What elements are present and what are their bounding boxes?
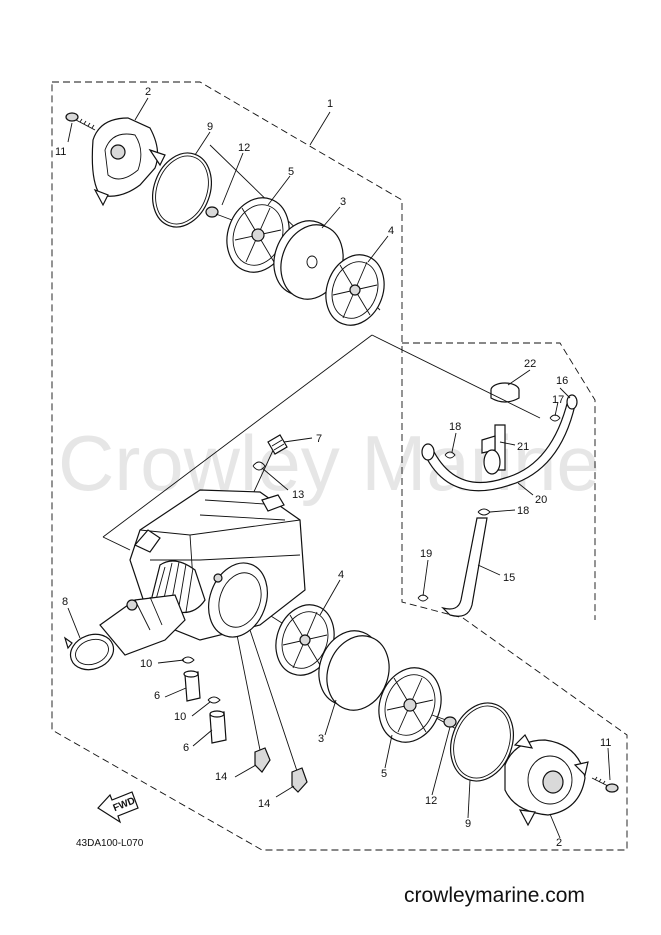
watermark-text: Crowley Marine bbox=[58, 419, 600, 507]
clamp-22 bbox=[490, 382, 520, 403]
element-holder-4-lower bbox=[275, 604, 335, 676]
callout-9-top: 9 bbox=[207, 121, 213, 133]
clip-17 bbox=[549, 414, 561, 422]
fwd-arrow-icon: FWD bbox=[97, 791, 139, 824]
callout-14-left: 14 bbox=[215, 771, 227, 783]
callout-5-lower: 5 bbox=[381, 768, 387, 780]
drain-hose-15 bbox=[440, 517, 488, 617]
hose-joint-21 bbox=[481, 424, 506, 475]
callout-14-right: 14 bbox=[258, 798, 270, 810]
callout-10-upper: 10 bbox=[140, 658, 152, 670]
drain-pipe-6-upper bbox=[183, 670, 201, 702]
cap-14-left bbox=[254, 747, 271, 773]
callout-11-top: 11 bbox=[55, 146, 66, 158]
clip-18-upper bbox=[444, 451, 456, 459]
callout-3-top: 3 bbox=[340, 196, 346, 208]
callout-12-top: 12 bbox=[238, 142, 250, 154]
callout-12-lower: 12 bbox=[425, 795, 437, 807]
case-cover-lower bbox=[504, 734, 589, 827]
callout-18-lower: 18 bbox=[517, 505, 529, 517]
callout-19: 19 bbox=[420, 548, 432, 560]
callout-6-lower: 6 bbox=[183, 742, 189, 754]
drain-pipe-6-lower bbox=[209, 710, 227, 744]
explosion-axis-right bbox=[371, 334, 541, 419]
drawing-code: 43DA100-L070 bbox=[76, 838, 144, 849]
hose-group-outline bbox=[402, 342, 596, 620]
clip-13 bbox=[252, 461, 266, 471]
callout-7: 7 bbox=[316, 433, 322, 445]
callout-9-lower: 9 bbox=[465, 818, 471, 830]
cap-14-right bbox=[291, 767, 308, 793]
clip-10-upper bbox=[181, 656, 195, 664]
callout-4-lower: 4 bbox=[338, 569, 344, 581]
element-holder-lower bbox=[378, 667, 442, 743]
callout-2-top: 2 bbox=[145, 86, 151, 98]
element-lower bbox=[318, 630, 390, 711]
element-holder-4-top bbox=[325, 254, 385, 326]
site-url: crowleymarine.com bbox=[404, 884, 585, 907]
callout-13: 13 bbox=[292, 489, 304, 501]
callout-16: 16 bbox=[556, 375, 568, 387]
screw-11-top bbox=[65, 112, 96, 131]
callout-3-lower: 3 bbox=[318, 733, 324, 745]
callout-labels: 1 2 9 12 11 5 3 4 22 17 16 18 21 7 13 20… bbox=[55, 86, 611, 849]
callout-5-top: 5 bbox=[288, 166, 294, 178]
callout-4-top: 4 bbox=[388, 225, 394, 237]
clip-19 bbox=[417, 594, 429, 602]
callout-15: 15 bbox=[503, 572, 515, 584]
callout-21: 21 bbox=[517, 441, 529, 453]
callout-22: 22 bbox=[524, 358, 536, 370]
callout-10-lower: 10 bbox=[174, 711, 186, 723]
bolt-12-lower bbox=[431, 714, 457, 728]
clamp-8 bbox=[63, 633, 115, 671]
element-holder-top bbox=[226, 197, 290, 273]
intake-joint bbox=[99, 594, 186, 656]
clip-10-lower bbox=[207, 696, 221, 704]
callout-11-lower: 11 bbox=[600, 737, 611, 749]
o-ring-lower bbox=[450, 702, 514, 782]
screw-11-lower bbox=[591, 776, 619, 793]
leader-lines bbox=[67, 97, 611, 839]
callout-2-lower: 2 bbox=[556, 837, 562, 849]
case-cover-top bbox=[91, 117, 166, 207]
callout-20: 20 bbox=[535, 494, 547, 506]
explosion-axis-left bbox=[102, 334, 373, 538]
callout-17: 17 bbox=[552, 394, 564, 406]
bolt-12-top bbox=[205, 206, 233, 221]
callout-8: 8 bbox=[62, 596, 68, 608]
element-top bbox=[273, 220, 344, 300]
assembly-outline bbox=[51, 81, 628, 851]
callout-18-upper: 18 bbox=[449, 421, 461, 433]
sensor-7 bbox=[267, 434, 288, 455]
clip-18-lower bbox=[477, 508, 491, 516]
callout-1: 1 bbox=[327, 98, 333, 110]
callout-6-upper: 6 bbox=[154, 690, 160, 702]
